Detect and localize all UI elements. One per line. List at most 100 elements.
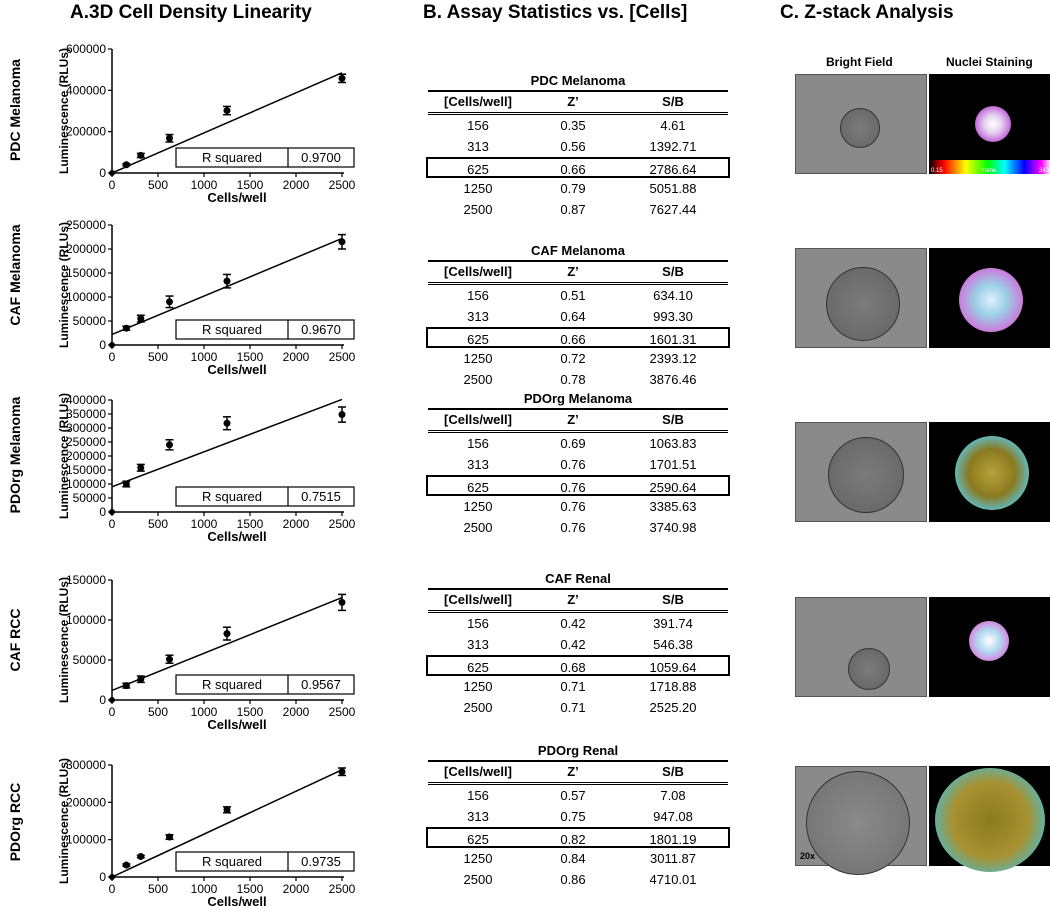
stats-table-header-cell: Z’ — [567, 592, 579, 607]
x-tick-label: 1000 — [191, 705, 218, 719]
stats-table-cell: 156 — [467, 788, 489, 803]
bright-field-header: Bright Field — [826, 55, 893, 69]
stats-table-cell: 0.35 — [560, 118, 586, 133]
r-squared-label: R squared — [202, 854, 262, 869]
stats-table-cell: 0.71 — [560, 679, 586, 694]
stats-table-cell: 1250 — [463, 499, 493, 514]
x-tick-label: 1500 — [237, 350, 264, 364]
stats-table-cell: 1063.83 — [649, 436, 697, 451]
r-squared-value: 0.9670 — [301, 322, 341, 337]
zstack-pair-caf-melanoma — [795, 248, 1050, 348]
x-tick-label: 1500 — [237, 882, 264, 896]
bright-field-image — [795, 422, 927, 522]
stats-table-cell: 625 — [467, 480, 489, 495]
r-squared-box — [175, 486, 355, 507]
bright-field-image — [795, 597, 927, 697]
stats-table-cell: 0.87 — [560, 202, 586, 217]
y-tick-label: 200000 — [66, 125, 106, 139]
y-tick-label: 250000 — [66, 435, 106, 449]
stats-table-header: [Cells/well]Z’S/B — [428, 760, 728, 785]
x-tick-label: 2500 — [329, 178, 356, 192]
nuclei-staining-image — [929, 766, 1050, 872]
regression-line — [111, 398, 343, 488]
r-squared-value: 0.9735 — [301, 854, 341, 869]
section-title-a: A.3D Cell Density Linearity — [70, 2, 312, 23]
section-title-b: B. Assay Statistics vs. [Cells] — [423, 2, 688, 23]
x-tick-label: 500 — [148, 517, 168, 531]
data-point — [166, 655, 173, 663]
stats-table-cell: 0.64 — [560, 309, 586, 324]
stats-table-cell: 0.79 — [560, 181, 586, 196]
stats-table-header-cell: Z’ — [567, 264, 579, 279]
x-axis-label: Cells/well — [207, 894, 266, 906]
stats-table-cell: 3740.98 — [649, 520, 697, 535]
stats-table-header-cell: S/B — [662, 94, 684, 109]
regression-line — [111, 72, 343, 174]
r-squared-label: R squared — [202, 322, 262, 337]
y-tick-label: 150000 — [66, 573, 106, 587]
data-point — [223, 419, 231, 427]
x-tick-label: 500 — [148, 705, 168, 719]
stats-table-header-cell: [Cells/well] — [444, 764, 512, 779]
spectrum-colorbar — [929, 160, 1050, 174]
stats-table-cell: 0.57 — [560, 788, 586, 803]
nuclei-staining-image: 0.15 frame 343 — [929, 74, 1050, 174]
r-squared-box — [175, 851, 355, 872]
x-tick-label: 1500 — [237, 517, 264, 531]
stats-table-title: PDOrg Melanoma — [523, 391, 633, 406]
data-point — [122, 480, 130, 488]
stats-table-cell: 0.76 — [560, 480, 586, 495]
stats-table-header: [Cells/well] Z’ S/B — [428, 260, 728, 285]
panel-label: CAF RCC — [7, 609, 23, 672]
x-tick-label: 2500 — [329, 705, 356, 719]
stats-table-cell: 0.75 — [560, 809, 586, 824]
stats-table-header-cell: Z’ — [567, 94, 579, 109]
stats-table-cell: 4.61 — [660, 118, 686, 133]
stats-table-title: PDC Melanoma — [530, 73, 626, 88]
x-tick-label: 1000 — [191, 882, 218, 896]
stats-table-cell: 313 — [467, 139, 489, 154]
stats-table-cell: 2500 — [463, 372, 493, 387]
y-axis-label: Luminescence (RLUs) — [57, 48, 71, 174]
stats-table-cell: 1718.88 — [649, 679, 697, 694]
y-tick-label: 400000 — [66, 393, 106, 407]
y-tick-label: 300000 — [66, 758, 106, 772]
y-axis-label: Luminescence (RLUs) — [57, 222, 71, 348]
stats-table-cell: 0.66 — [560, 162, 586, 177]
stats-table-cell: 313 — [467, 809, 489, 824]
x-tick-label: 2500 — [329, 517, 356, 531]
x-tick-label: 0 — [109, 350, 116, 364]
data-point — [166, 833, 173, 841]
stats-table-header: [Cells/well]Z’S/B — [428, 588, 728, 613]
y-tick-label: 300000 — [66, 421, 106, 435]
data-point — [166, 441, 173, 449]
stats-table-title: CAF Renal — [545, 571, 611, 586]
nuclei-staining-image — [929, 248, 1050, 348]
stats-table-cell: 1801.19 — [649, 832, 697, 847]
stats-table-header-cell: Z’ — [567, 412, 579, 427]
data-point — [122, 324, 130, 332]
stats-table-cell: 3876.46 — [649, 372, 697, 387]
stats-table-header-cell: S/B — [662, 264, 684, 279]
y-axis-label: Luminescence (RLUs) — [57, 758, 71, 884]
data-point — [223, 806, 231, 814]
stats-table-cell: 1250 — [463, 351, 493, 366]
stats-table-header-cell: [Cells/well] — [444, 94, 512, 109]
nuclei-staining-header: Nuclei Staining — [946, 55, 1033, 69]
data-point — [137, 464, 145, 472]
stats-table-cell: 0.42 — [560, 637, 586, 652]
stats-table-header-cell: [Cells/well] — [444, 264, 512, 279]
y-tick-label: 100000 — [66, 613, 106, 627]
